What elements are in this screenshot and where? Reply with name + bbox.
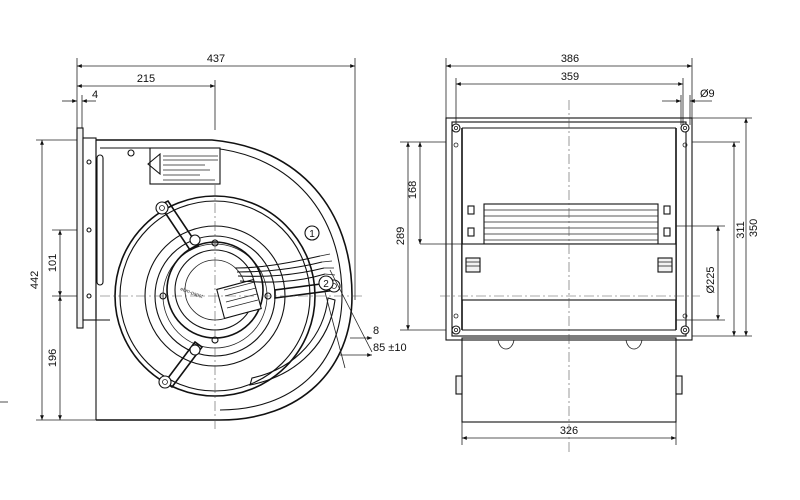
front-centerlines [100,185,365,430]
dim-front-height: 442 [29,271,41,289]
callout-1-circle [304,225,320,241]
side-left-dimensions: 168 289 [395,141,462,331]
dim-side-width: 386 [561,53,579,65]
front-mounting-flange [76,127,110,329]
motor-brand-label: ebm-papst [179,286,204,300]
rating-label [147,147,221,185]
dim-side-350: 350 [748,219,760,237]
dim-side-168: 168 [407,181,419,199]
callout-2: 2 [323,279,329,290]
dim-cable-85: 85 ±10 [373,342,407,354]
front-view: 437 215 4 442 101 196 [0,53,407,430]
dim-front-flange: 4 [92,89,98,101]
dim-side-289: 289 [395,227,407,245]
dim-cable-8: 8 [373,325,379,337]
cable-bundle: 1 2 8 85 ±10 [234,225,407,369]
callout-1: 1 [309,229,315,240]
dim-side-mount: 359 [561,71,579,83]
side-right-dimensions: 350 311 Ø225 [676,117,760,337]
side-view: 386 359 Ø9 [395,53,760,452]
dim-front-upper: 101 [47,254,59,272]
dim-side-diameter: Ø225 [705,267,717,294]
side-centerlines [440,100,700,452]
callout-2-circle [318,275,334,291]
dim-front-width: 437 [207,53,225,65]
dim-front-lower: 196 [47,349,59,367]
side-top-dimensions: 386 359 Ø9 [445,53,715,125]
front-top-dimensions: 437 215 4 [62,53,356,300]
dim-side-hole: Ø9 [700,88,715,100]
motor: ebm-papst [159,239,272,344]
dim-front-axis-offset: 215 [137,73,155,85]
dim-side-311: 311 [735,221,747,239]
